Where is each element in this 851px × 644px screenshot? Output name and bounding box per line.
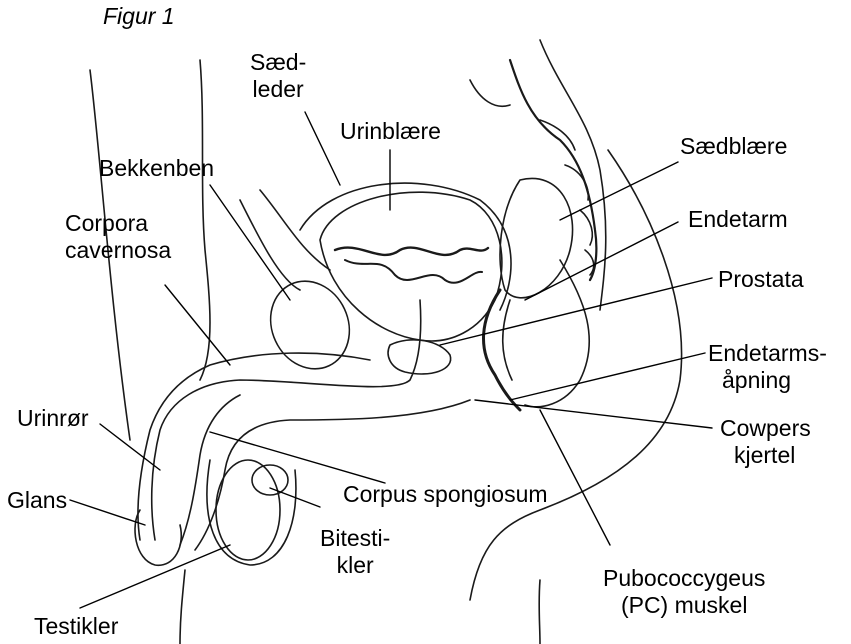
leader-bekkenben bbox=[210, 185, 290, 300]
label-bitestikler: Bitesti-kler bbox=[320, 525, 390, 579]
label-endetarm: Endetarm bbox=[688, 206, 788, 233]
leader-urinror bbox=[100, 424, 160, 470]
buttock-outline bbox=[470, 150, 682, 600]
label-saedblaere: Sædblære bbox=[680, 133, 787, 160]
leader-corpus-spongiosum bbox=[210, 432, 385, 483]
label-pubococcygeus: Pubococcygeus(PC) muskel bbox=[603, 565, 765, 619]
label-prostata: Prostata bbox=[718, 266, 804, 293]
label-urinblaere: Urinblære bbox=[340, 118, 441, 145]
leader-glans bbox=[70, 500, 145, 525]
figure-title: Figur 1 bbox=[103, 3, 175, 30]
label-corpus-spongiosum: Corpus spongiosum bbox=[343, 481, 548, 508]
back-outline bbox=[540, 40, 606, 310]
label-saedleder: Sæd-leder bbox=[250, 49, 306, 103]
leader-testikler bbox=[80, 545, 230, 608]
label-glans: Glans bbox=[7, 487, 67, 514]
leader-saedblaere bbox=[560, 162, 678, 220]
pubic-bone bbox=[257, 268, 364, 382]
label-urinror: Urinrør bbox=[17, 405, 89, 432]
leader-endetarmsapning bbox=[510, 353, 705, 400]
leader-cowpers bbox=[475, 400, 712, 428]
label-endetarmsapning: Endetarms-åpning bbox=[708, 340, 827, 394]
seminal-vesicle bbox=[500, 178, 573, 297]
leader-endetarm bbox=[525, 222, 678, 300]
sacrum bbox=[510, 60, 596, 280]
leader-pubococcygeus bbox=[540, 410, 610, 545]
epididymis bbox=[252, 465, 288, 495]
abdomen-outline bbox=[200, 60, 210, 380]
leader-corpora-cavernosa bbox=[165, 285, 230, 365]
testis bbox=[216, 460, 280, 560]
leader-saedleder bbox=[305, 112, 340, 185]
label-testikler: Testikler bbox=[34, 613, 118, 640]
glans bbox=[135, 510, 181, 565]
label-bekkenben: Bekkenben bbox=[99, 155, 214, 182]
